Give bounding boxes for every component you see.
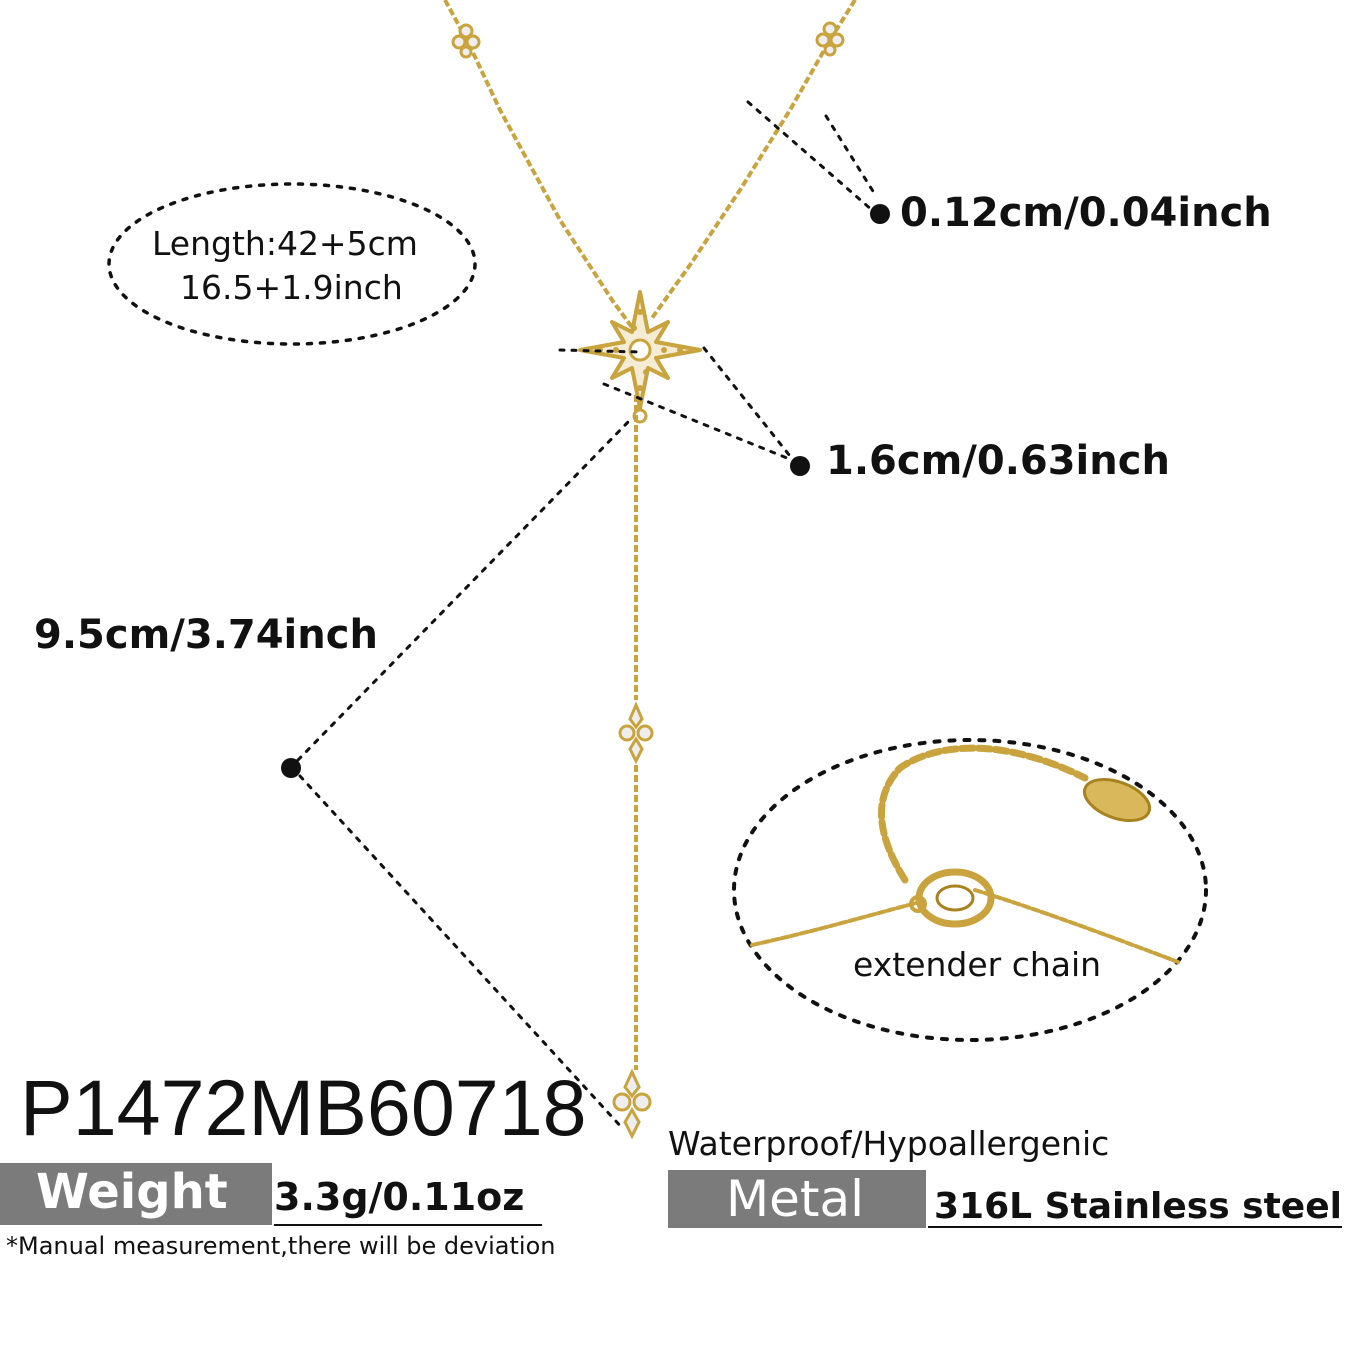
product-code: P1472MB60718 — [20, 1063, 587, 1152]
extender-chain-label: extender chain — [853, 945, 1102, 984]
length-inch-label: 16.5+1.9inch — [180, 268, 403, 307]
clover-charm-icon — [451, 23, 481, 59]
clover-charm-icon — [815, 21, 845, 57]
chain-left — [443, 0, 636, 332]
metal-value: 316L Stainless steel — [928, 1184, 1342, 1228]
drop-length-callout — [296, 418, 632, 1132]
drop-length-label: 9.5cm/3.74inch — [34, 612, 378, 658]
weight-value: 3.3g/0.11oz — [274, 1174, 542, 1226]
weight-label-box: Weight — [0, 1163, 272, 1225]
pendant-size-label: 1.6cm/0.63inch — [826, 438, 1170, 484]
length-label: Length:42+5cm — [152, 224, 418, 263]
callout-dot — [281, 758, 301, 778]
extender-oval — [732, 738, 1208, 1042]
callout-dot — [790, 456, 810, 476]
pendant-size-callout — [558, 346, 794, 462]
star-pendant-icon — [578, 290, 702, 424]
extender-tag-icon — [1082, 777, 1152, 823]
callout-dot — [870, 204, 890, 224]
chain-width-callout — [746, 100, 878, 212]
measurement-disclaimer: *Manual measurement,there will be deviat… — [6, 1232, 556, 1260]
lobster-clasp-icon — [909, 868, 995, 928]
chain-right — [650, 0, 857, 320]
metal-label-box: Metal — [668, 1170, 926, 1228]
length-oval — [107, 182, 477, 346]
chain-width-label: 0.12cm/0.04inch — [900, 190, 1272, 236]
extender-detail — [750, 744, 1180, 964]
clover-charm-icon — [618, 701, 654, 765]
clover-charm-icon — [612, 1068, 652, 1140]
properties-label: Waterproof/Hypoallergenic — [668, 1124, 1110, 1163]
